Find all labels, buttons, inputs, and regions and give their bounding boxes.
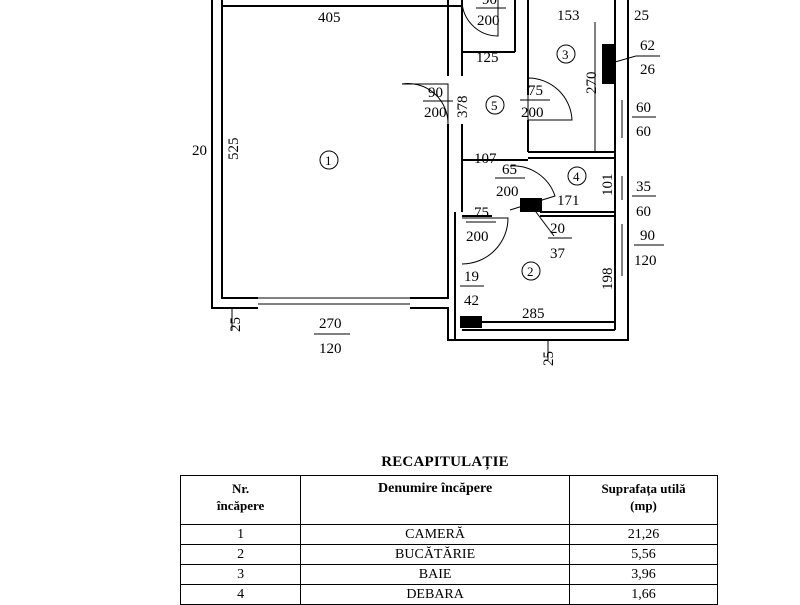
opening-door-1: 90 200 xyxy=(423,85,453,121)
dimensions: 405 153 25 125 525 20 378 270 107 171 10… xyxy=(192,8,649,366)
dim-153: 153 xyxy=(557,8,580,24)
svg-text:37: 37 xyxy=(550,246,566,262)
svg-text:200: 200 xyxy=(496,184,519,200)
dim-270-bath: 270 xyxy=(584,72,600,95)
dim-171: 171 xyxy=(557,193,580,209)
header-area: Suprafața utilă (mp) xyxy=(569,475,718,525)
cell-nr: 2 xyxy=(179,544,302,565)
svg-text:1: 1 xyxy=(325,153,332,168)
opening-duct-19-42: 19 42 xyxy=(460,269,484,309)
opening-door-top: 90 200 xyxy=(476,0,506,29)
svg-text:200: 200 xyxy=(424,105,447,121)
room-marker-1: 1 xyxy=(319,150,339,170)
recap-title: RECAPITULAȚIE xyxy=(381,454,509,470)
table-row: 4 DEBARA 1,66 xyxy=(179,584,718,605)
room-markers: 1 2 3 4 5 xyxy=(319,44,587,281)
svg-text:2: 2 xyxy=(527,264,534,279)
cell-area: 5,56 xyxy=(569,544,718,565)
cell-nr: 1 xyxy=(179,524,302,545)
svg-text:200: 200 xyxy=(521,105,544,121)
dim-198: 198 xyxy=(600,268,616,291)
dim-285: 285 xyxy=(522,306,545,322)
door-swings xyxy=(401,0,573,265)
header-name: Denumire încăpere xyxy=(300,475,571,525)
opening-door-storage: 65 200 xyxy=(495,162,525,200)
svg-text:65: 65 xyxy=(502,162,517,178)
svg-text:120: 120 xyxy=(634,253,657,269)
header-nr: Nr. încăpere xyxy=(179,475,302,525)
svg-text:20: 20 xyxy=(550,221,565,237)
svg-text:4: 4 xyxy=(573,169,580,184)
svg-text:200: 200 xyxy=(466,229,489,245)
svg-text:60: 60 xyxy=(636,100,651,116)
table-row: 2 BUCĂTĂRIE 5,56 xyxy=(179,544,718,565)
cell-name: CAMERĂ xyxy=(300,524,571,545)
room-marker-3: 3 xyxy=(556,44,576,64)
opening-window-kitchen: 90 120 xyxy=(634,228,664,269)
svg-text:90: 90 xyxy=(482,0,497,8)
svg-text:5: 5 xyxy=(491,98,498,113)
svg-text:60: 60 xyxy=(636,204,651,220)
table-row: 3 BAIE 3,96 xyxy=(179,564,718,585)
svg-text:35: 35 xyxy=(636,179,651,195)
svg-text:26: 26 xyxy=(640,62,656,78)
svg-text:90: 90 xyxy=(640,228,655,244)
opening-62-26: 62 26 xyxy=(636,38,660,78)
cell-name: BUCĂTĂRIE xyxy=(300,544,571,565)
opening-labels: 90 200 90 200 75 200 65 200 75 200 270 1… xyxy=(314,0,664,357)
room-marker-5: 5 xyxy=(485,95,505,115)
table-row: 1 CAMERĂ 21,26 xyxy=(179,524,718,545)
cell-nr: 3 xyxy=(179,564,302,585)
floor-plan: 405 153 25 125 525 20 378 270 107 171 10… xyxy=(192,0,664,366)
cell-area: 1,66 xyxy=(569,584,718,605)
recap-header-row: Nr. încăpere Denumire încăpere Suprafața… xyxy=(179,475,718,525)
opening-door-bath: 75 200 xyxy=(520,83,550,121)
recap-table: Nr. încăpere Denumire încăpere Suprafața… xyxy=(179,475,718,605)
room-marker-2: 2 xyxy=(521,261,541,281)
svg-text:42: 42 xyxy=(464,293,479,309)
svg-text:270: 270 xyxy=(319,316,342,332)
opening-window-bath: 60 60 xyxy=(632,100,656,140)
opening-window-room1: 270 120 xyxy=(314,316,350,357)
leaders xyxy=(231,55,637,360)
dim-525: 525 xyxy=(226,138,242,161)
svg-text:120: 120 xyxy=(319,341,342,357)
room-marker-4: 4 xyxy=(567,166,587,186)
cell-name: BAIE xyxy=(300,564,571,585)
cell-name: DEBARA xyxy=(300,584,571,605)
dim-25-top: 25 xyxy=(634,8,649,24)
dim-378: 378 xyxy=(455,96,471,119)
dim-25-bottom: 25 xyxy=(541,351,557,366)
svg-text:3: 3 xyxy=(562,47,569,62)
svg-text:75: 75 xyxy=(528,83,543,99)
dim-125: 125 xyxy=(476,50,499,66)
dim-20: 20 xyxy=(192,143,207,159)
svg-text:19: 19 xyxy=(464,269,479,285)
svg-text:75: 75 xyxy=(474,205,489,221)
svg-text:60: 60 xyxy=(636,124,651,140)
cell-area: 3,96 xyxy=(569,564,718,585)
dim-101: 101 xyxy=(600,174,616,197)
svg-text:90: 90 xyxy=(428,85,443,101)
opening-door-kitchen: 75 200 xyxy=(466,205,496,245)
opening-window-storage: 35 60 xyxy=(632,179,656,220)
dim-25-left: 25 xyxy=(228,317,244,332)
svg-text:62: 62 xyxy=(640,38,655,54)
dim-405: 405 xyxy=(318,10,341,26)
cell-area: 21,26 xyxy=(569,524,718,545)
cell-nr: 4 xyxy=(179,584,302,605)
opening-duct-20-37: 20 37 xyxy=(548,221,572,262)
dim-107: 107 xyxy=(474,151,497,167)
svg-text:200: 200 xyxy=(477,13,500,29)
